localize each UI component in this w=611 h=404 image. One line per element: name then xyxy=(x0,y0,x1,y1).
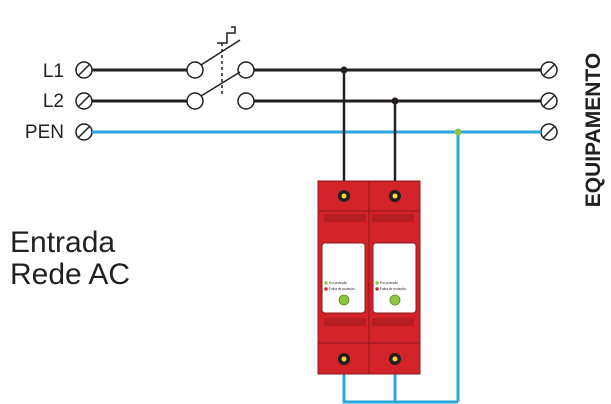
status-fail-2: Falha de proteção xyxy=(380,287,406,291)
status-ok-1: Em proteção xyxy=(329,281,347,285)
junction-l2 xyxy=(391,97,399,105)
label-l1: L1 xyxy=(43,61,64,82)
input-terminals xyxy=(75,61,93,141)
status-ok-2: Em proteção xyxy=(380,281,398,285)
indicator-window-2 xyxy=(389,294,401,306)
spd-module-1: Em proteção Falha de proteção xyxy=(317,180,370,375)
junction-pen xyxy=(454,128,462,136)
circuit-breaker xyxy=(186,26,255,110)
input-label-line1: Entrada xyxy=(10,226,115,259)
label-pen: PEN xyxy=(25,122,64,143)
status-fail-1: Falha de proteção xyxy=(329,287,355,291)
pen-bus-bottom xyxy=(342,372,458,404)
junction-l1 xyxy=(340,66,348,74)
spd-module-2: Em proteção Falha de proteção xyxy=(368,180,421,375)
output-terminals xyxy=(540,61,558,141)
indicator-window-1 xyxy=(338,294,350,306)
label-l2: L2 xyxy=(43,91,64,112)
input-label-line2: Rede AC xyxy=(10,258,130,291)
equipment-label: EQUIPAMENTO xyxy=(582,53,605,207)
